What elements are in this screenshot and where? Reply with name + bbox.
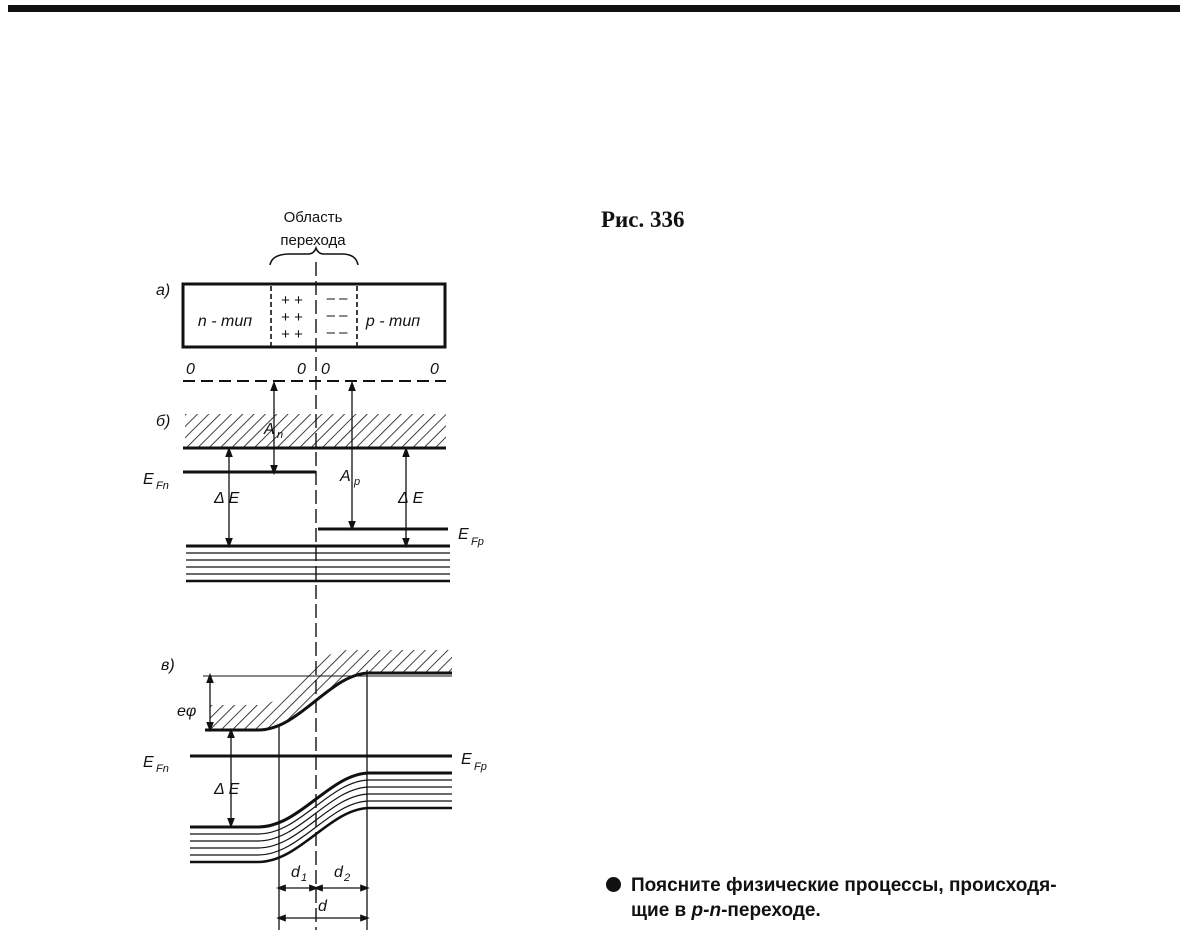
bullet-icon bbox=[606, 877, 621, 892]
delta-E-label-p-b: Δ E bbox=[397, 490, 424, 507]
region-brace bbox=[269, 245, 359, 266]
zero-label-4: 0 bbox=[430, 361, 439, 378]
E-Fn-label-b: E bbox=[143, 471, 154, 488]
valence-band-b bbox=[186, 544, 450, 583]
d2-label: d bbox=[334, 864, 344, 881]
question-line1: Поясните физические процессы, происходя- bbox=[631, 875, 1057, 896]
A-n-label: A bbox=[263, 421, 275, 438]
E-Fp-label-c: E bbox=[461, 751, 472, 768]
question-line2-suffix: -переходе. bbox=[721, 900, 821, 921]
A-n-sub: n bbox=[277, 429, 283, 441]
figure-caption: Рис. 336 bbox=[601, 207, 685, 232]
A-p-label: A bbox=[339, 468, 351, 485]
panel-b-label: б) bbox=[156, 413, 170, 430]
plus-charges-row3: + + bbox=[281, 326, 303, 343]
E-Fn-label-c: E bbox=[143, 754, 154, 771]
panel-c-label: в) bbox=[161, 657, 175, 674]
question-text: Поясните физические процессы, происходя-… bbox=[606, 873, 1176, 923]
region-label-line1: Область bbox=[284, 209, 343, 226]
top-rule bbox=[8, 5, 1180, 12]
p-type-label: p - тип bbox=[365, 313, 420, 330]
panel-a-label: а) bbox=[156, 282, 170, 299]
A-p-sub: p bbox=[353, 476, 360, 488]
zero-label-1: 0 bbox=[186, 361, 195, 378]
d2-sub: 2 bbox=[343, 872, 350, 884]
d-label: d bbox=[318, 898, 328, 915]
E-Fp-sub-c: Fp bbox=[474, 761, 487, 773]
conduction-band-edge-c bbox=[205, 671, 452, 732]
conduction-band-hatch-c bbox=[210, 650, 452, 730]
E-Fn-sub-c: Fn bbox=[156, 763, 169, 775]
delta-E-label-n-b: Δ E bbox=[213, 490, 240, 507]
minus-charges-row3: – – bbox=[327, 324, 349, 341]
minus-charges-row2: – – bbox=[327, 307, 349, 324]
plus-charges-row2: + + bbox=[281, 309, 303, 326]
e-phi-label: eφ bbox=[177, 703, 196, 720]
delta-E-label-c: Δ E bbox=[213, 781, 240, 798]
region-label-line2: перехода bbox=[280, 232, 346, 249]
semiconductor-bar bbox=[181, 282, 447, 349]
E-Fn-sub-b: Fn bbox=[156, 480, 169, 492]
minus-charges-row1: – – bbox=[327, 290, 349, 307]
question-line2-prefix: щие в bbox=[631, 900, 692, 921]
conduction-band-hatch-b bbox=[185, 414, 446, 447]
plus-charges-row1: + + bbox=[281, 292, 303, 309]
E-Fp-sub-b: Fp bbox=[471, 536, 484, 548]
d1-label: d bbox=[291, 864, 301, 881]
zero-label-3: 0 bbox=[321, 361, 330, 378]
question-line2-italic: p-n bbox=[691, 900, 722, 921]
E-Fp-label-b: E bbox=[458, 526, 469, 543]
d1-sub: 1 bbox=[301, 872, 307, 884]
valence-band-c bbox=[190, 771, 452, 864]
n-type-label: n - тип bbox=[198, 313, 252, 330]
zero-label-2: 0 bbox=[297, 361, 306, 378]
